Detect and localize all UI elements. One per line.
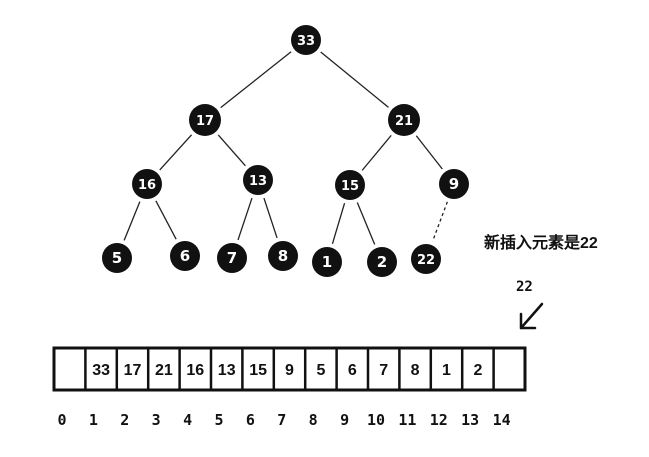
tree-node: 1: [312, 247, 342, 277]
array-index-label: 10: [367, 411, 385, 429]
array-index-label: 12: [430, 411, 448, 429]
node-label: 2: [377, 253, 387, 271]
tree-edge: [415, 135, 443, 170]
arrow-down-left-icon: [519, 302, 544, 330]
array-index-label: 0: [57, 411, 66, 429]
insert-caption: 新插入元素是22: [484, 233, 598, 252]
node-circle: [367, 247, 397, 277]
array-index-label: 6: [246, 411, 255, 429]
array-cell: 13: [218, 362, 236, 379]
node-circle: [189, 104, 221, 136]
node-label: 17: [196, 114, 214, 129]
array-index-label: 8: [309, 411, 318, 429]
tree-edge: [159, 134, 193, 171]
tree-edge: [220, 51, 292, 109]
tree-node: 15: [335, 170, 365, 200]
node-circle: [268, 241, 298, 271]
array-index-label: 4: [183, 411, 192, 429]
tree-node: 16: [132, 169, 162, 199]
tree-edge: [237, 197, 253, 241]
node-label: 8: [278, 247, 288, 265]
node-circle: [132, 169, 162, 199]
node-label: 5: [112, 249, 122, 267]
tree-edges: [123, 51, 448, 245]
array-cell: 6: [348, 362, 357, 379]
array-cell: 33: [92, 362, 110, 379]
tree-node: 2: [367, 247, 397, 277]
tree-edge: [263, 197, 278, 239]
node-label: 33: [297, 34, 315, 49]
node-circle: [170, 241, 200, 271]
node-circle: [102, 243, 132, 273]
tree-edge: [155, 200, 177, 240]
array-index-label: 3: [152, 411, 161, 429]
node-circle: [291, 25, 321, 55]
array-cell: 2: [473, 362, 482, 379]
array-index-label: 13: [461, 411, 479, 429]
array-cell: 15: [249, 362, 267, 379]
node-label: 6: [180, 247, 190, 265]
array-border: [52, 346, 527, 392]
tree-node: 17: [189, 104, 221, 136]
tree-node: 33: [291, 25, 321, 55]
node-label: 16: [138, 178, 156, 193]
insert-marker: 22: [516, 279, 544, 330]
array-index-label: 11: [398, 411, 416, 429]
array-cell: 8: [411, 362, 420, 379]
tree-node: 6: [170, 241, 200, 271]
node-circle: [411, 244, 441, 274]
tree-edge: [320, 51, 389, 108]
node-label: 13: [249, 174, 267, 189]
node-circle: [439, 169, 469, 199]
node-label: 21: [395, 114, 413, 129]
node-circle: [217, 243, 247, 273]
array-cell: 7: [379, 362, 388, 379]
node-circle: [312, 247, 342, 277]
node-circle: [335, 170, 365, 200]
pending-edge: [432, 201, 448, 242]
node-circle: [388, 104, 420, 136]
tree-node: 9: [439, 169, 469, 199]
node-label: 1: [322, 253, 332, 271]
tree-edge: [356, 202, 376, 245]
heap-array: 33 17 21 16 13 15 9 5 6 7 8 1 2: [52, 346, 527, 392]
array-cell: 5: [316, 362, 325, 379]
node-label: 22: [417, 253, 435, 268]
array-index-label: 1: [89, 411, 98, 429]
tree-node: 21: [388, 104, 420, 136]
array-cell: 21: [155, 362, 173, 379]
node-circle: [243, 165, 273, 195]
tree-edge: [123, 201, 141, 241]
node-label: 15: [341, 179, 359, 194]
array-cell: 1: [442, 362, 451, 379]
tree-edge: [331, 203, 346, 244]
tree-node: 8: [268, 241, 298, 271]
tree-node: 22: [411, 244, 441, 274]
array-cell: 16: [186, 362, 204, 379]
array-cell: 17: [124, 362, 142, 379]
tree-edge: [361, 134, 392, 171]
tree-node: 7: [217, 243, 247, 273]
insert-marker-value: 22: [516, 279, 533, 295]
tree-node: 13: [243, 165, 273, 195]
array-index-label: 14: [493, 411, 511, 429]
array-index-label: 7: [277, 411, 286, 429]
tree-node: 5: [102, 243, 132, 273]
tree-edge: [217, 134, 246, 167]
array-index-label: 2: [120, 411, 129, 429]
array-index-label: 9: [340, 411, 349, 429]
node-label: 9: [449, 175, 459, 193]
array-cell: 9: [285, 362, 294, 379]
array-index-label: 5: [214, 411, 223, 429]
node-label: 7: [227, 249, 237, 267]
